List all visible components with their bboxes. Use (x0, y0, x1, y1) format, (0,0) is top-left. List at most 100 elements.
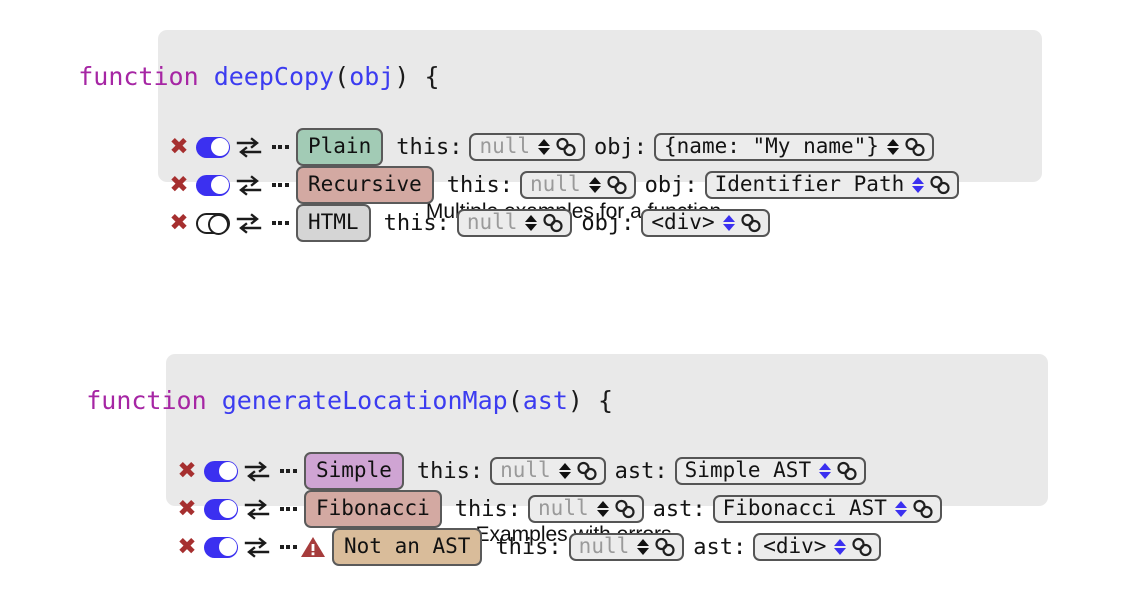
example-row: ✖ HTML this: null obj: <div> (168, 204, 1147, 242)
value-stepper[interactable] (886, 138, 899, 155)
arg-value: null (479, 134, 531, 158)
function-name: deepCopy (213, 62, 335, 91)
link-icon[interactable] (929, 175, 951, 195)
close-x-icon[interactable]: ✖ (169, 209, 189, 236)
swap-arrows-icon[interactable] (236, 136, 262, 158)
swap-arrows-icon[interactable] (236, 174, 262, 196)
arg-value: Fibonacci AST (722, 496, 887, 520)
arg-value-field[interactable]: null (520, 171, 636, 199)
arg-label: obj: (581, 210, 635, 236)
arg-value: <div> (651, 210, 715, 234)
value-stepper[interactable] (596, 500, 609, 517)
arg-value-field[interactable]: <div> (753, 533, 882, 561)
arg-value-field[interactable]: null (528, 495, 644, 523)
arg-value: {name: "My name"} (664, 134, 879, 158)
link-icon[interactable] (904, 137, 926, 157)
example-rows: ✖ Plain this: null obj: {name: "My name"… (0, 128, 1147, 242)
example-block-generatelocationmap: function generateLocationMap(ast) { ✖ Si… (0, 350, 1147, 566)
arg-value-field[interactable]: <div> (641, 209, 770, 237)
sig-space (207, 386, 222, 415)
value-stepper[interactable] (912, 176, 925, 193)
close-x-icon[interactable]: ✖ (177, 533, 197, 560)
close-paren: ) (394, 62, 410, 91)
enable-toggle[interactable] (196, 174, 230, 196)
enable-toggle[interactable] (196, 136, 230, 158)
arg-label: ast: (614, 458, 668, 484)
example-name-chip[interactable]: Not an AST (332, 528, 483, 566)
function-signature: function deepCopy(obj) { (0, 26, 1147, 128)
arg-value-field[interactable]: null (490, 457, 606, 485)
link-icon[interactable] (606, 175, 628, 195)
example-name-chip[interactable]: Simple (304, 452, 404, 490)
value-stepper[interactable] (525, 214, 538, 231)
example-row: ✖ Recursive this: null obj: Identifier P… (168, 166, 1147, 204)
close-x-icon[interactable]: ✖ (169, 171, 189, 198)
value-stepper[interactable] (558, 462, 571, 479)
arg-value: Identifier Path (714, 172, 905, 196)
link-icon[interactable] (851, 537, 873, 557)
enable-toggle[interactable] (204, 460, 238, 482)
example-row: ✖ Simple this: null ast: Simple AST (176, 452, 1147, 490)
open-paren: ( (507, 386, 523, 415)
link-icon[interactable] (654, 537, 676, 557)
arg-value: null (466, 210, 518, 234)
more-options-icon[interactable] (276, 469, 300, 473)
arg-label: this: (446, 172, 514, 198)
keyword-function: function (86, 386, 207, 415)
arg-value-field[interactable]: null (456, 209, 573, 237)
function-signature: function generateLocationMap(ast) { (0, 350, 1147, 452)
value-stepper[interactable] (894, 500, 907, 517)
arg-label: this: (454, 496, 522, 522)
link-icon[interactable] (614, 499, 636, 519)
arg-value-field[interactable]: null (568, 533, 685, 561)
close-x-icon[interactable]: ✖ (177, 495, 197, 522)
enable-toggle[interactable] (204, 536, 238, 558)
link-icon[interactable] (542, 213, 564, 233)
example-rows: ✖ Simple this: null ast: Simple AST (0, 452, 1147, 566)
more-options-icon[interactable] (276, 545, 300, 549)
swap-arrows-icon[interactable] (244, 498, 270, 520)
arg-value-field[interactable]: {name: "My name"} (654, 133, 934, 161)
link-icon[interactable] (912, 499, 934, 519)
more-options-icon[interactable] (268, 221, 292, 225)
arg-label: ast: (652, 496, 706, 522)
swap-arrows-icon[interactable] (244, 460, 270, 482)
close-x-icon[interactable]: ✖ (177, 457, 197, 484)
value-stepper[interactable] (637, 538, 650, 555)
link-icon[interactable] (836, 461, 858, 481)
open-paren: ( (334, 62, 350, 91)
example-name-chip[interactable]: Fibonacci (304, 490, 442, 528)
arg-value-field[interactable]: null (469, 133, 586, 161)
link-icon[interactable] (740, 213, 762, 233)
arg-value: null (500, 458, 551, 482)
link-icon[interactable] (555, 137, 577, 157)
close-paren: ) (567, 386, 583, 415)
warning-triangle-icon[interactable] (300, 535, 326, 559)
swap-arrows-icon[interactable] (244, 536, 270, 558)
close-x-icon[interactable]: ✖ (169, 133, 189, 160)
value-stepper[interactable] (588, 176, 601, 193)
arg-value: null (530, 172, 581, 196)
value-stepper[interactable] (819, 462, 832, 479)
more-options-icon[interactable] (268, 183, 292, 187)
arg-label: ast: (693, 534, 747, 560)
arg-value: null (578, 534, 630, 558)
example-name-chip[interactable]: Plain (296, 128, 384, 166)
arg-value-field[interactable]: Identifier Path (704, 171, 960, 199)
example-name-chip[interactable]: Recursive (296, 166, 434, 204)
link-icon[interactable] (576, 461, 598, 481)
example-row: ✖ Plain this: null obj: {name: "My name"… (168, 128, 1147, 166)
more-options-icon[interactable] (268, 145, 292, 149)
example-name-chip[interactable]: HTML (296, 204, 371, 242)
value-stepper[interactable] (834, 538, 847, 555)
arg-value: Simple AST (684, 458, 812, 482)
arg-value-field[interactable]: Simple AST (674, 457, 867, 485)
example-row: ✖ Not an AST this: null ast: <div> (176, 528, 1147, 566)
swap-arrows-icon[interactable] (236, 212, 262, 234)
arg-value-field[interactable]: Fibonacci AST (712, 495, 942, 523)
more-options-icon[interactable] (276, 507, 300, 511)
value-stepper[interactable] (722, 214, 735, 231)
enable-toggle[interactable] (196, 212, 230, 235)
value-stepper[interactable] (538, 138, 551, 155)
enable-toggle[interactable] (204, 498, 238, 520)
